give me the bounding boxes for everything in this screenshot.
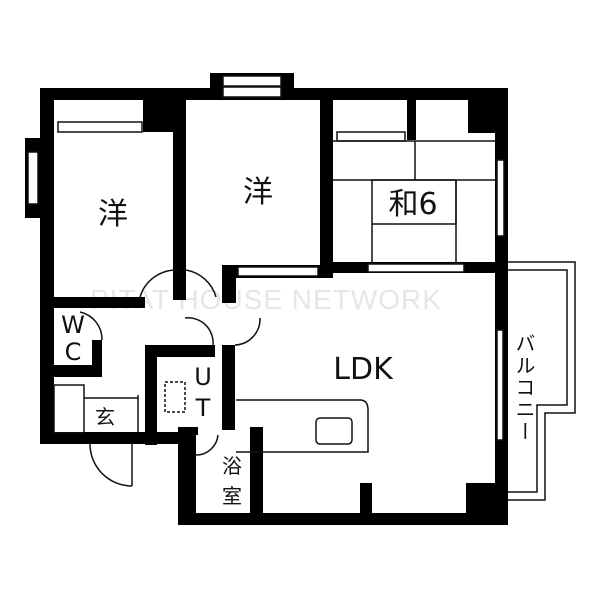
room-label-ldk: LDK bbox=[333, 352, 393, 387]
room-label-wc-c: C bbox=[64, 338, 82, 366]
room-label-ut-u: U bbox=[194, 363, 212, 391]
room-label-bath-2: 室 bbox=[222, 484, 242, 508]
watermark: PITAT HOUSE NETWORK bbox=[90, 284, 442, 315]
room-label-entrance: 玄 bbox=[95, 405, 115, 429]
room-label-japanese: 和6 bbox=[388, 187, 438, 222]
room-label-balcony: バルコニー bbox=[512, 333, 536, 443]
room-label-western-1: 洋 bbox=[98, 197, 128, 232]
room-label-ut-t: T bbox=[195, 394, 211, 422]
room-label-western-2: 洋 bbox=[243, 175, 273, 210]
room-label-bath-1: 浴 bbox=[222, 454, 242, 478]
fixtures bbox=[53, 140, 576, 501]
room-label-wc-w: W bbox=[61, 311, 85, 339]
windows bbox=[27, 75, 505, 441]
